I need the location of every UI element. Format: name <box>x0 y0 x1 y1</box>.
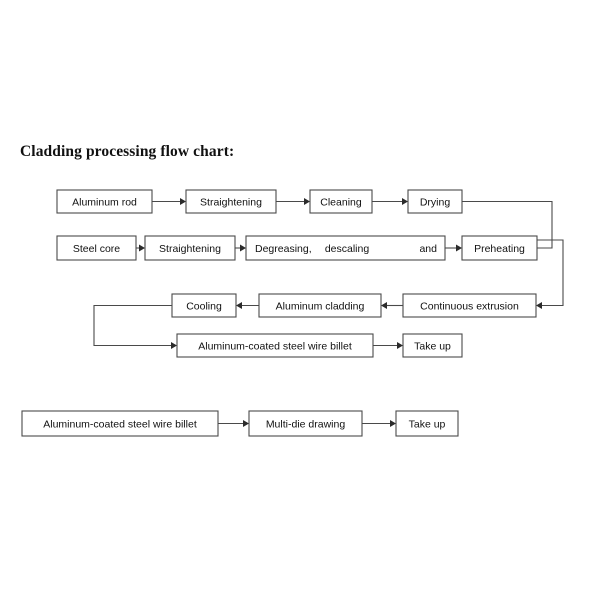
node-label: Multi-die drawing <box>266 418 346 430</box>
arrowhead-icon <box>171 342 177 349</box>
node-label: Take up <box>409 418 446 430</box>
node-degreasing-descaling[interactable]: Degreasing, descaling and <box>245 235 446 261</box>
connectors <box>93 198 564 427</box>
node-aluminum-cladding[interactable]: Aluminum cladding <box>258 293 382 318</box>
node-label: Cooling <box>186 300 222 312</box>
node-drying[interactable]: Drying <box>407 189 463 214</box>
arrowhead-icon <box>397 342 403 349</box>
arrowhead-icon <box>180 198 186 205</box>
node-preheating[interactable]: Preheating <box>461 235 538 261</box>
arrowhead-icon <box>402 198 408 205</box>
node-cooling[interactable]: Cooling <box>171 293 237 318</box>
arrowhead-icon <box>536 302 542 309</box>
node-label: Cleaning <box>320 196 362 208</box>
node-label: Aluminum-coated steel wire billet <box>43 418 197 430</box>
node-label: Drying <box>420 196 451 208</box>
node-label: Steel core <box>73 243 120 255</box>
node-aluminum-coated-steel-wire-billet-upper[interactable]: Aluminum-coated steel wire billet <box>176 333 374 358</box>
arrowhead-icon <box>304 198 310 205</box>
arrowhead-icon <box>381 302 387 309</box>
arrowhead-icon <box>390 420 396 427</box>
arrowhead-icon <box>456 244 462 252</box>
arrowhead-icon <box>243 420 249 427</box>
node-label: Take up <box>414 340 451 352</box>
edge-cooling-to-billet <box>93 304 172 347</box>
node-multi-die-drawing[interactable]: Multi-die drawing <box>248 410 363 437</box>
node-steel-core[interactable]: Steel core <box>56 235 137 261</box>
node-take-up-upper[interactable]: Take up <box>402 333 463 358</box>
node-cleaning[interactable]: Cleaning <box>309 189 373 214</box>
node-take-up-lower[interactable]: Take up <box>395 410 459 437</box>
node-label: Preheating <box>474 243 525 255</box>
page-title: Cladding processing flow chart: <box>20 143 235 160</box>
node-label-part-2: descaling <box>325 243 370 255</box>
node-continuous-extrusion[interactable]: Continuous extrusion <box>402 293 537 318</box>
node-straightening-aluminum[interactable]: Straightening <box>185 189 277 214</box>
edge-drying-to-extrusion-bus <box>462 200 553 249</box>
node-label-part-3: and <box>419 243 437 255</box>
arrowhead-icon <box>139 244 145 252</box>
node-straightening-steel[interactable]: Straightening <box>144 235 236 261</box>
node-label: Aluminum-coated steel wire billet <box>198 340 352 352</box>
edge-preheating-to-continuous-extrusion <box>537 239 564 307</box>
node-label: Aluminum cladding <box>276 300 365 312</box>
node-label: Straightening <box>200 196 262 208</box>
node-label: Aluminum rod <box>72 196 137 208</box>
node-label: Straightening <box>159 243 221 255</box>
node-label-part-1: Degreasing, <box>255 243 312 255</box>
node-label: Continuous extrusion <box>420 300 519 312</box>
arrowhead-icon <box>240 244 246 252</box>
node-aluminum-rod[interactable]: Aluminum rod <box>56 189 153 214</box>
arrowhead-icon <box>236 302 242 309</box>
node-aluminum-coated-steel-wire-billet-lower[interactable]: Aluminum-coated steel wire billet <box>21 410 219 437</box>
